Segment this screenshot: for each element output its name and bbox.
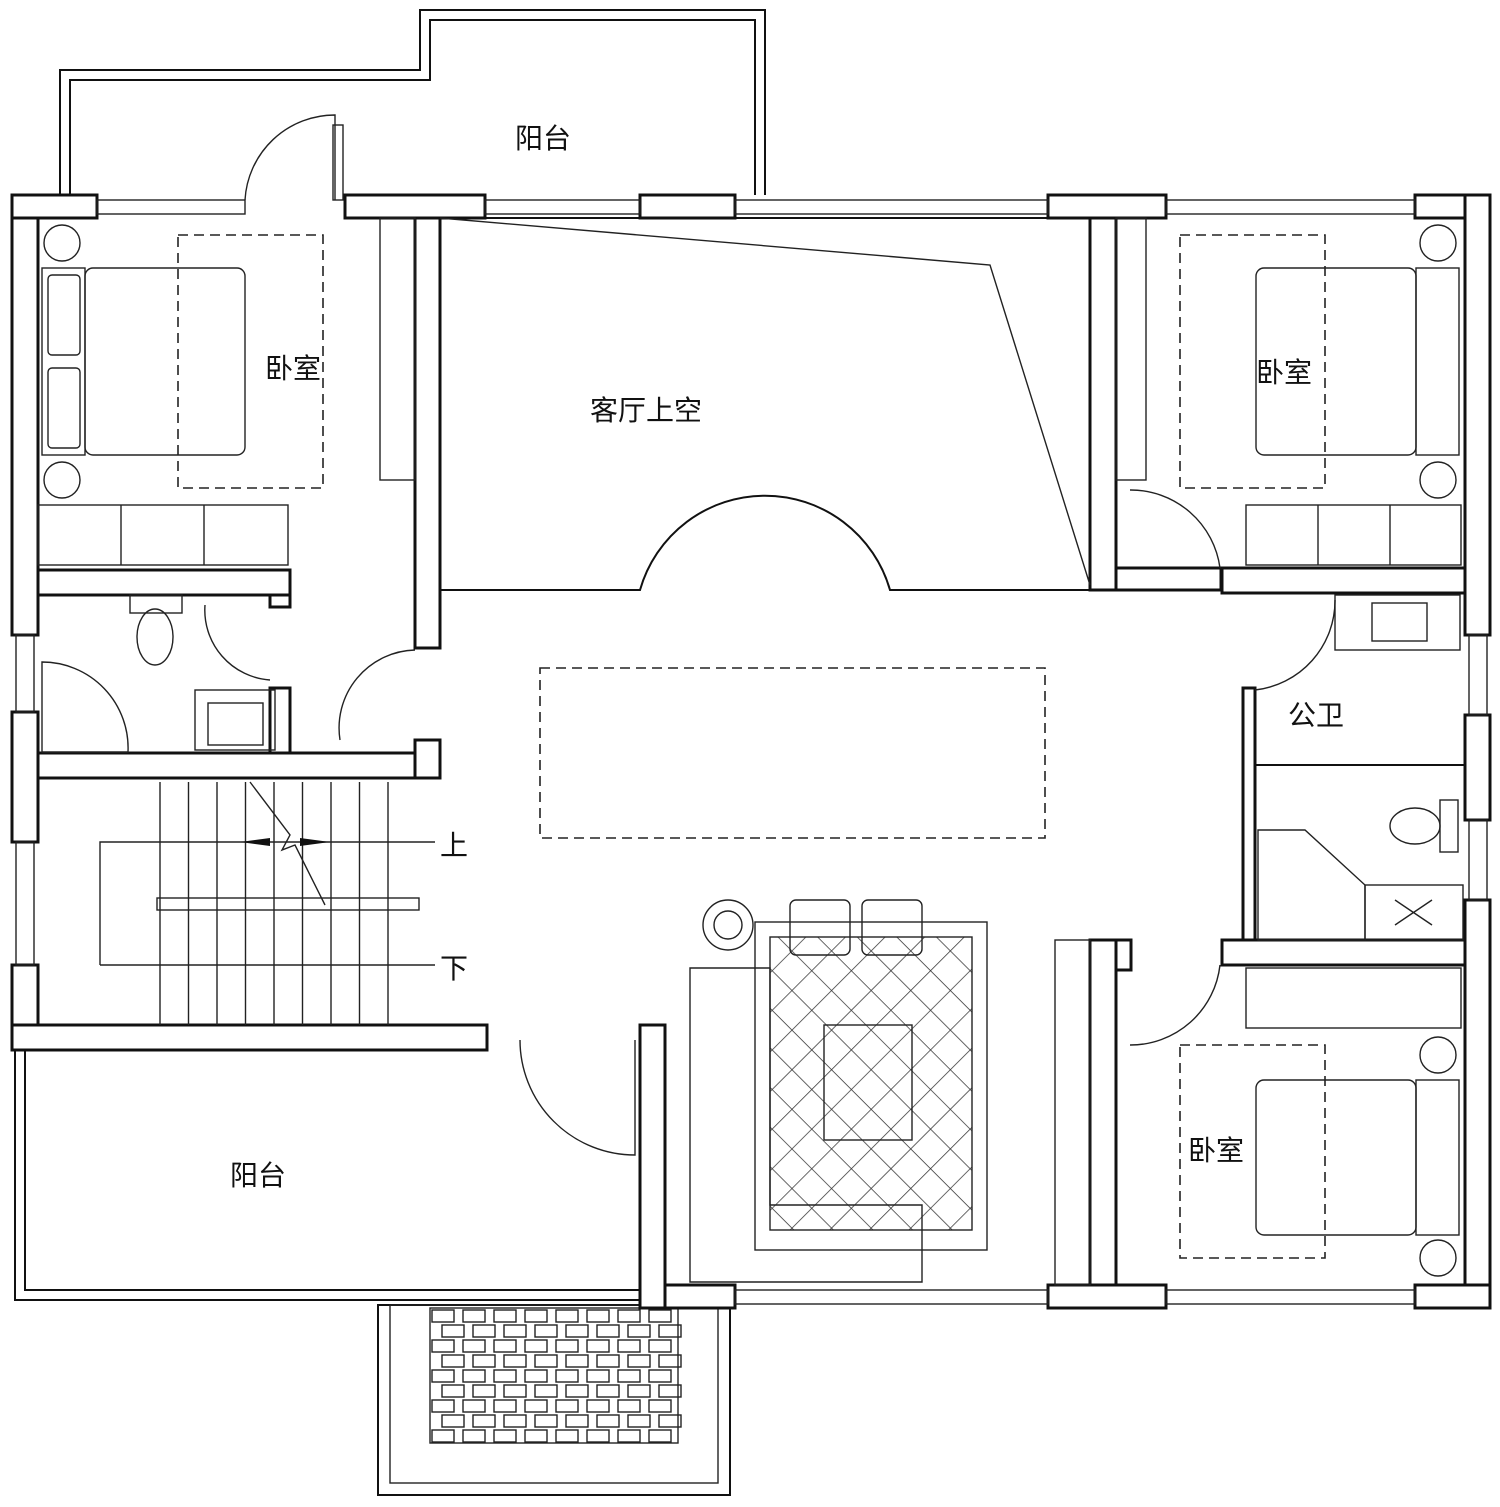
step-block — [555, 1339, 579, 1353]
step-block — [503, 1414, 527, 1428]
step-block — [431, 1399, 455, 1413]
label-balcony-top: 阳台 — [515, 122, 571, 155]
step-block — [555, 1399, 579, 1413]
step-block — [493, 1369, 517, 1383]
label-living-void: 客厅上空 — [590, 394, 702, 427]
step-block — [658, 1384, 682, 1398]
step-block — [441, 1414, 465, 1428]
step-block — [493, 1339, 517, 1353]
step-block — [565, 1384, 589, 1398]
step-block — [565, 1414, 589, 1428]
step-block — [493, 1429, 517, 1443]
bedroom-se-furniture — [1179, 967, 1462, 1277]
top-balcony — [59, 9, 766, 195]
step-block — [648, 1399, 672, 1413]
step-block — [617, 1369, 641, 1383]
label-bedroom-se: 卧室 — [1188, 1134, 1244, 1167]
step-block — [586, 1339, 610, 1353]
lounge-furniture — [689, 899, 988, 1283]
step-block — [596, 1384, 620, 1398]
step-block — [472, 1354, 496, 1368]
step-block — [441, 1354, 465, 1368]
step-block — [503, 1354, 527, 1368]
step-block — [648, 1369, 672, 1383]
step-block — [627, 1414, 651, 1428]
step-block — [472, 1324, 496, 1338]
step-block — [617, 1309, 641, 1323]
step-block — [586, 1309, 610, 1323]
step-block — [503, 1324, 527, 1338]
nw-bathroom-fixtures — [41, 594, 276, 753]
step-block — [596, 1324, 620, 1338]
bedroom-nw-furniture — [37, 224, 324, 566]
step-block — [555, 1309, 579, 1323]
step-block — [596, 1414, 620, 1428]
step-block — [431, 1369, 455, 1383]
label-public-bath: 公卫 — [1288, 699, 1344, 732]
step-block — [617, 1399, 641, 1413]
interior-walls — [36, 216, 1467, 1287]
step-block — [586, 1399, 610, 1413]
outer-walls — [10, 193, 1492, 1310]
step-block — [431, 1429, 455, 1443]
entry-steps — [377, 1304, 731, 1496]
bottom-balcony — [14, 1050, 665, 1301]
step-block — [648, 1309, 672, 1323]
step-block — [462, 1369, 486, 1383]
step-block — [503, 1384, 527, 1398]
label-stair-up: 上 — [440, 829, 468, 862]
step-block — [658, 1324, 682, 1338]
step-block — [462, 1399, 486, 1413]
step-block — [441, 1384, 465, 1398]
step-block — [596, 1354, 620, 1368]
step-block — [534, 1384, 558, 1398]
step-block — [524, 1399, 548, 1413]
step-block — [493, 1399, 517, 1413]
public-bath-fixtures — [1257, 594, 1464, 941]
label-bedroom-nw: 卧室 — [265, 352, 321, 385]
step-block — [648, 1429, 672, 1443]
step-block — [617, 1429, 641, 1443]
step-block — [472, 1414, 496, 1428]
step-block — [472, 1384, 496, 1398]
step-block — [493, 1309, 517, 1323]
label-stair-down: 下 — [440, 952, 468, 985]
doors — [204, 114, 1336, 1286]
step-block — [617, 1339, 641, 1353]
step-block — [627, 1354, 651, 1368]
step-block — [524, 1369, 548, 1383]
step-block — [565, 1354, 589, 1368]
step-block — [462, 1429, 486, 1443]
step-block — [658, 1414, 682, 1428]
step-block — [586, 1369, 610, 1383]
staircase — [99, 781, 435, 1025]
step-block — [648, 1339, 672, 1353]
step-block — [586, 1429, 610, 1443]
step-block — [555, 1369, 579, 1383]
step-block — [534, 1324, 558, 1338]
step-block — [627, 1384, 651, 1398]
step-block — [462, 1339, 486, 1353]
step-block — [462, 1309, 486, 1323]
step-block — [431, 1339, 455, 1353]
step-block — [524, 1429, 548, 1443]
step-block — [534, 1414, 558, 1428]
step-block — [565, 1324, 589, 1338]
step-block — [534, 1354, 558, 1368]
step-block — [555, 1429, 579, 1443]
label-balcony-bottom: 阳台 — [230, 1159, 286, 1192]
step-block — [524, 1309, 548, 1323]
step-block — [431, 1309, 455, 1323]
step-block — [524, 1339, 548, 1353]
label-bedroom-ne: 卧室 — [1256, 356, 1312, 389]
step-block — [658, 1354, 682, 1368]
step-block — [627, 1324, 651, 1338]
bedroom-ne-furniture — [1179, 224, 1462, 566]
step-block — [441, 1324, 465, 1338]
windows — [15, 199, 1488, 1305]
living-void — [439, 217, 1091, 839]
